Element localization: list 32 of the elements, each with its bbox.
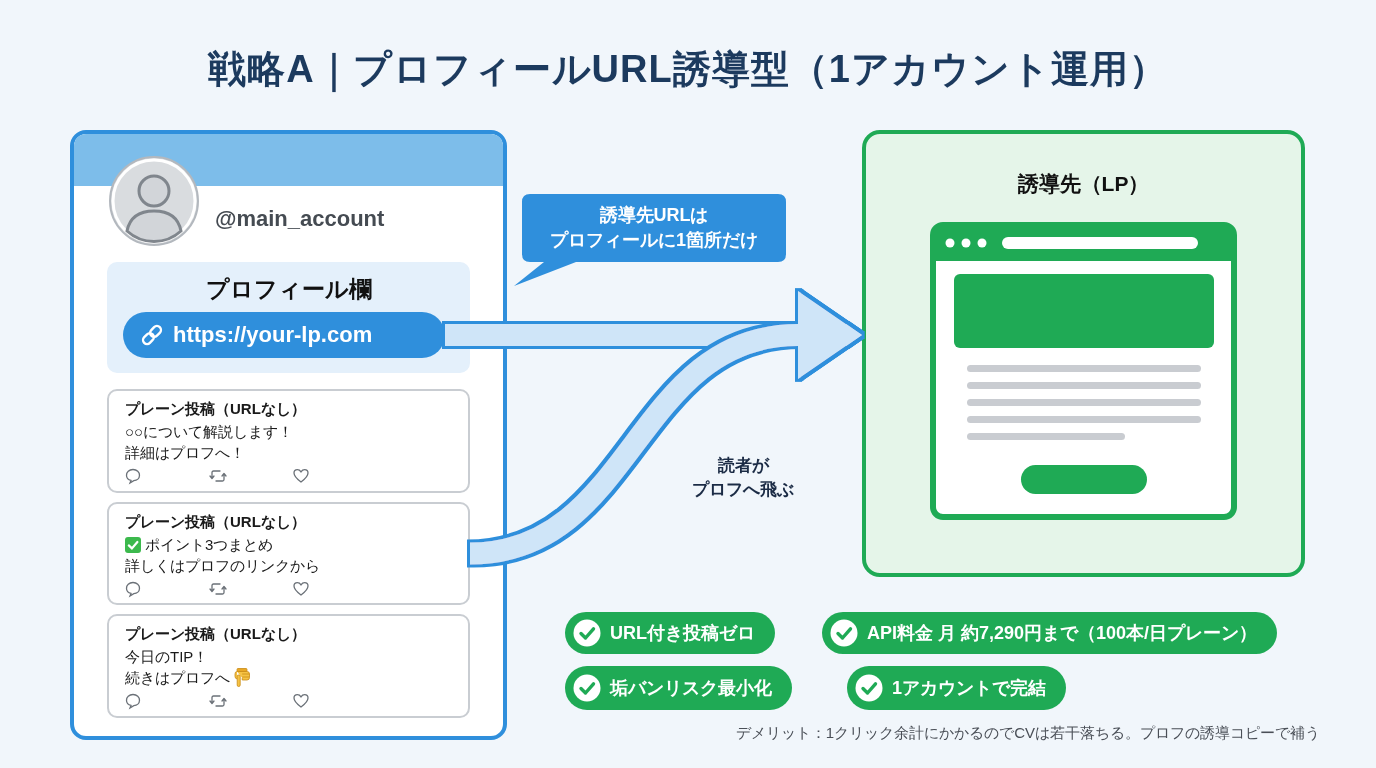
- title: 戦略A｜プロフィールURL誘導型（1アカウント運用）: [208, 47, 1168, 94]
- destination-card: [862, 130, 1305, 577]
- link-chip: [123, 312, 445, 358]
- card-title: 誘導先（LP）: [1017, 171, 1150, 197]
- post-text: 詳細はプロフへ！: [125, 443, 245, 463]
- post-text: 詳しくはプロフのリンクから: [125, 556, 320, 576]
- note-text: デメリット：1クリック余計にかかるのでCVは若干落ちる。プロフの誘導コピーで補う: [735, 724, 1320, 743]
- post-title: プレーン投稿（URLなし）: [125, 399, 306, 419]
- post-card: [107, 389, 470, 493]
- benefit-badge: [822, 612, 1278, 654]
- post-text: ○○について解説します！: [125, 422, 294, 442]
- badge-text: 垢バンリスク最小化: [610, 677, 772, 700]
- badge-text: URL付き投稿ゼロ: [610, 622, 755, 645]
- post-text: 続きはプロフへ: [125, 668, 230, 688]
- post-title: プレーン投稿（URLなし）: [125, 624, 306, 644]
- account-handle: @main_account: [215, 206, 385, 232]
- post-text: ポイント3つまとめ: [145, 535, 274, 555]
- benefit-badge: [847, 666, 1066, 710]
- speech-bubble: [514, 194, 786, 286]
- badge-text: 1アカウントで完結: [892, 677, 1046, 700]
- section-title: プロフィール欄: [205, 275, 372, 304]
- benefit-badge: [565, 612, 775, 654]
- profile-section: [107, 262, 470, 373]
- post-title: プレーン投稿（URLなし）: [125, 512, 306, 532]
- post-card: [107, 502, 470, 605]
- badge-text: API料金 月 約7,290円まで（100本/日プレーン）: [867, 622, 1258, 645]
- profile-card: [70, 130, 507, 740]
- post-text: 今日のTIP！: [125, 647, 209, 667]
- benefit-badge: [565, 666, 792, 710]
- url-text: https://your-lp.com: [173, 322, 373, 348]
- post-card: [107, 614, 470, 718]
- callout-text: 誘導先URLはプロフィールに1箇所だけ: [549, 204, 759, 252]
